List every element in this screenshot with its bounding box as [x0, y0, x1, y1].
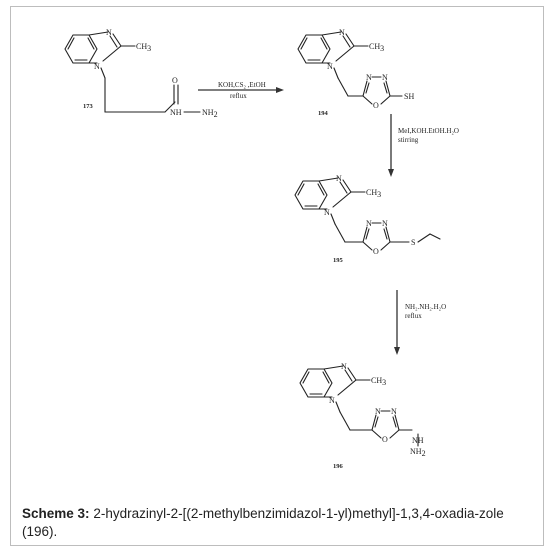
- compound-label-195: 195: [333, 257, 344, 264]
- step2-conditions: stirring: [398, 136, 419, 144]
- step3-reagents: NH₂.NH₂.H₂O: [405, 303, 446, 311]
- atom-n3: N: [106, 28, 112, 37]
- caption-text: 2-hydrazinyl-2-[(2-methylbenzimidazol-1-…: [22, 506, 504, 539]
- figure-caption: Scheme 3: 2-hydrazinyl-2-[(2-methylbenzi…: [22, 505, 537, 541]
- atom-nh2: NH2: [202, 108, 218, 119]
- atom-ring-o: O: [373, 101, 379, 110]
- atom-ring-n: N: [382, 219, 388, 228]
- reaction-arrow-1: [198, 87, 284, 93]
- methyl-label: CH3: [136, 42, 151, 53]
- atom-ring-n: N: [391, 407, 397, 416]
- atom-n3: N: [341, 362, 347, 371]
- step3-conditions: reflux: [405, 312, 422, 320]
- atom-sh: SH: [404, 92, 414, 101]
- atom-n3: N: [339, 28, 345, 37]
- atom-ring-n: N: [366, 219, 372, 228]
- methyl-label: CH3: [366, 188, 381, 199]
- atom-carbonyl-o: O: [172, 76, 178, 85]
- compound-label-196: 196: [333, 463, 344, 470]
- step2-reagents: MeI,KOH.EtOH.H₂O: [398, 127, 459, 135]
- atom-n1: N: [327, 62, 333, 71]
- compound-195: N N CH3 N N O S: [294, 174, 441, 256]
- compound-173: N N CH3 O NH NH2: [64, 28, 218, 119]
- atom-ring-n: N: [382, 73, 388, 82]
- atom-n1: N: [329, 396, 335, 405]
- atom-n3: N: [336, 174, 342, 183]
- atom-n1: N: [324, 208, 330, 217]
- compound-196: N N CH3 N N O NH NH2: [299, 362, 426, 458]
- atom-s: S: [411, 238, 415, 247]
- compound-label-173: 173: [83, 103, 94, 110]
- compound-label-194: 194: [318, 110, 329, 117]
- reaction-scheme: N N CH3 O NH NH2 173 KOH,CS₂ ,EtOH reflu…: [64, 28, 459, 470]
- reaction-arrow-2: [388, 114, 394, 177]
- step1-reagents: KOH,CS₂ ,EtOH: [218, 81, 266, 89]
- reaction-arrow-3: [394, 290, 400, 355]
- atom-ring-n: N: [375, 407, 381, 416]
- atom-ring-o: O: [373, 247, 379, 256]
- caption-label: Scheme 3:: [22, 506, 90, 521]
- methyl-label: CH3: [369, 42, 384, 53]
- figure-frame: [10, 6, 544, 546]
- compound-194: N N CH3 N N O SH: [297, 28, 414, 110]
- atom-ring-n: N: [366, 73, 372, 82]
- methyl-label: CH3: [371, 376, 386, 387]
- atom-nh: NH: [170, 108, 182, 117]
- atom-ring-o: O: [382, 435, 388, 444]
- atom-nh2: NH2: [410, 447, 426, 458]
- step1-conditions: reflux: [230, 92, 247, 100]
- atom-n1: N: [94, 62, 100, 71]
